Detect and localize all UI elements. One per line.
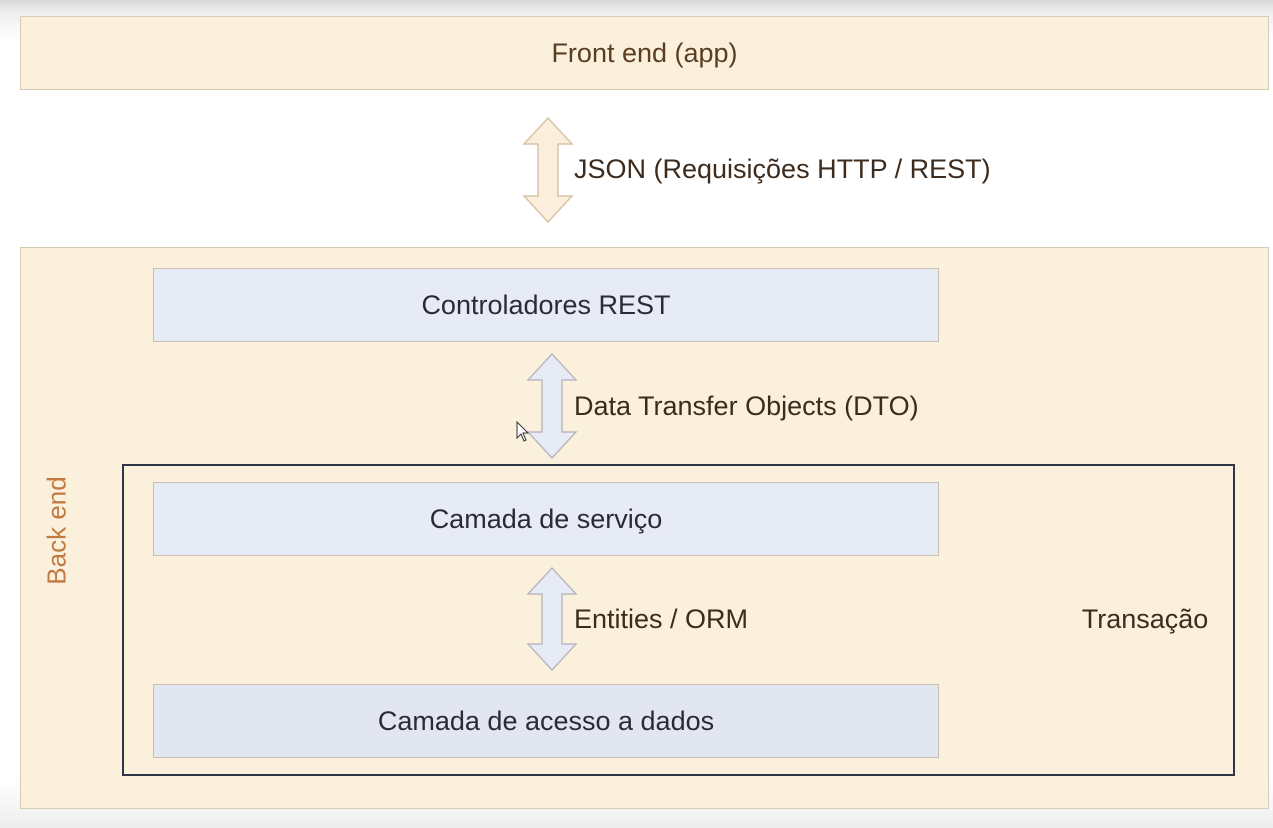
- controllers-layer: Controladores REST: [153, 268, 939, 342]
- json-double-arrow: [522, 116, 574, 224]
- frontend-box: Front end (app): [20, 16, 1269, 90]
- controllers-label: Controladores REST: [421, 289, 671, 320]
- transaction-boundary: [122, 464, 1235, 776]
- mouse-cursor-icon: [516, 420, 530, 443]
- backend-vertical-label: Back end: [30, 470, 84, 590]
- service-layer: Camada de serviço: [153, 482, 939, 556]
- entities-double-arrow: [526, 566, 578, 672]
- json-connector-label: JSON (Requisições HTTP / REST): [574, 154, 991, 184]
- data-access-label: Camada de acesso a dados: [377, 705, 715, 736]
- transaction-label: Transação: [1081, 604, 1209, 634]
- backend-label-text: Back end: [41, 475, 72, 585]
- entities-connector-label: Entities / ORM: [574, 604, 749, 634]
- dto-connector-label: Data Transfer Objects (DTO): [574, 391, 919, 421]
- service-label: Camada de serviço: [429, 503, 663, 534]
- dto-double-arrow: [526, 352, 578, 460]
- frontend-label: Front end (app): [551, 37, 738, 68]
- data-access-layer: Camada de acesso a dados: [153, 684, 939, 758]
